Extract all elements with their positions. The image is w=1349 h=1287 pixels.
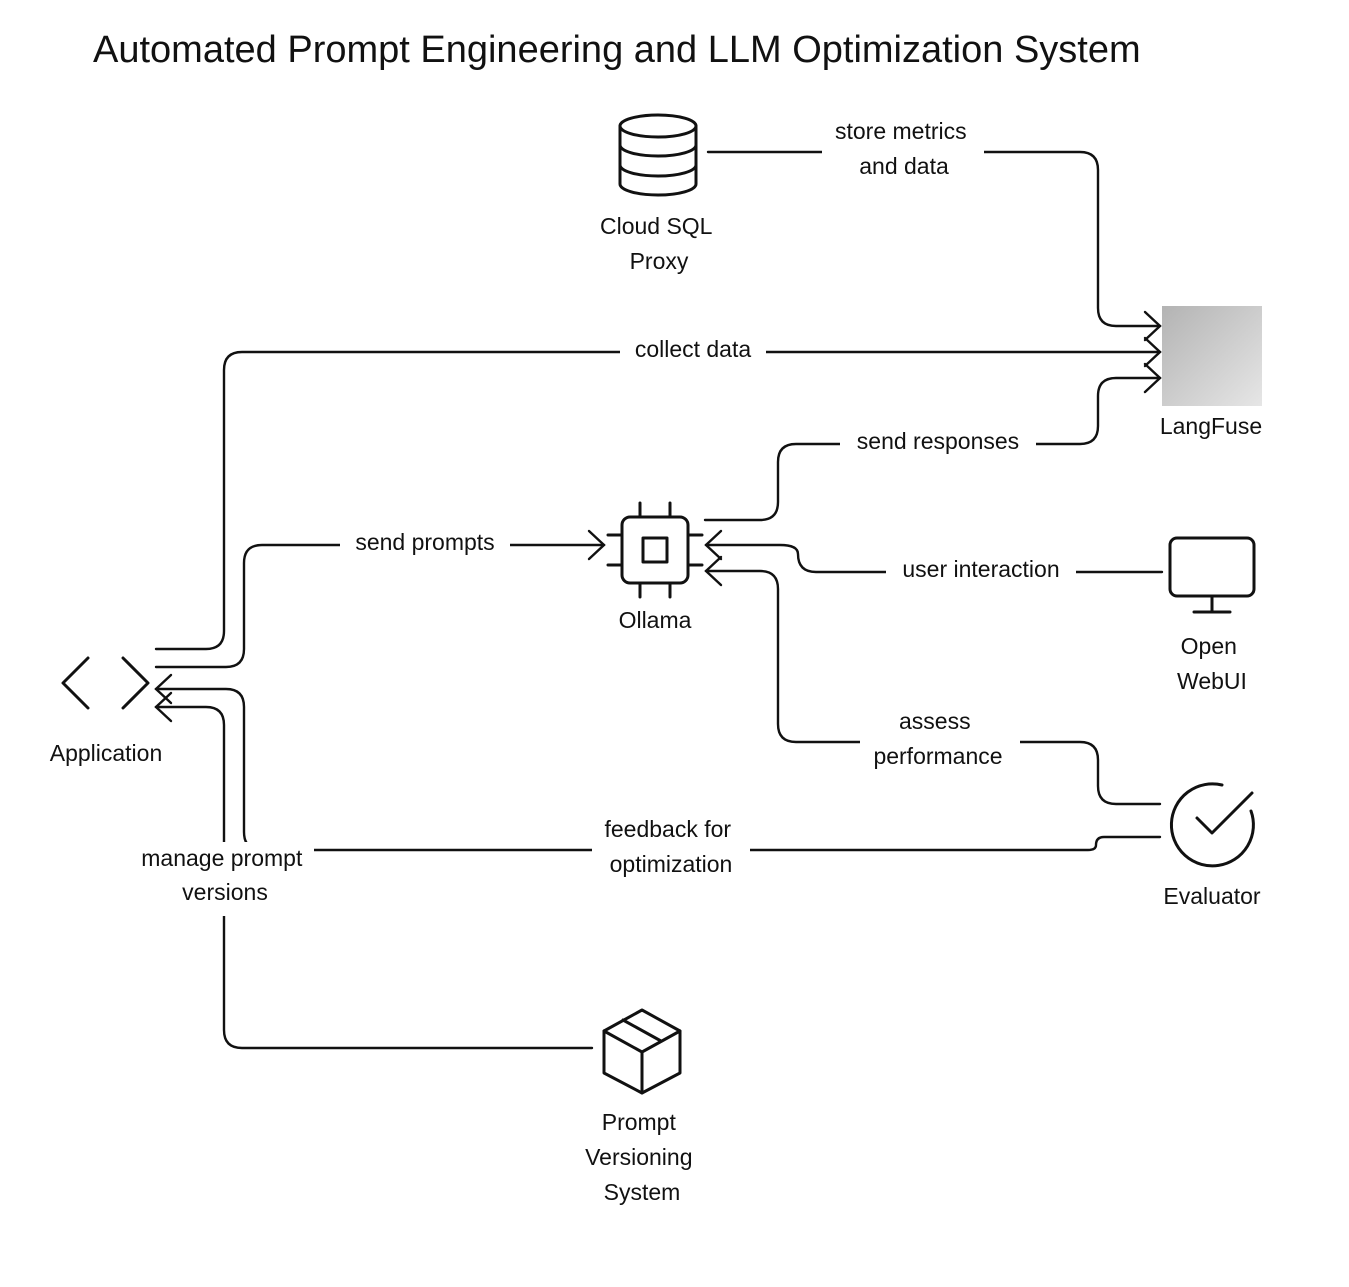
node-open-webui[interactable]: Open WebUI bbox=[1168, 536, 1256, 694]
diagram-title: Automated Prompt Engineering and LLM Opt… bbox=[93, 29, 1141, 71]
node-label: Prompt Versioning System bbox=[585, 1109, 699, 1205]
node-label: LangFuse bbox=[1160, 413, 1262, 439]
edge-label: user interaction bbox=[902, 556, 1059, 582]
langfuse-logo bbox=[1162, 306, 1262, 406]
package-box-icon bbox=[602, 1008, 682, 1095]
monitor-icon bbox=[1168, 536, 1256, 614]
edge-label: feedback for optimization bbox=[605, 816, 738, 877]
edge-ollama-to-langfuse: send responses bbox=[703, 362, 1162, 522]
node-prompt-versioning[interactable]: Prompt Versioning System bbox=[585, 1008, 699, 1205]
check-circle-icon bbox=[1169, 782, 1255, 868]
edge-label: assess performance bbox=[873, 708, 1002, 769]
node-label: Evaluator bbox=[1163, 883, 1261, 909]
edge-label: send responses bbox=[857, 428, 1019, 454]
edge-application-to-langfuse: collect data bbox=[154, 334, 1162, 651]
edge-label: send prompts bbox=[355, 529, 494, 555]
edge-openwebui-to-ollama: user interaction bbox=[704, 529, 1164, 589]
edge-versioning-to-application: manage prompt versions bbox=[136, 691, 594, 1050]
edge-cloud-sql-to-langfuse: store metrics and data bbox=[706, 118, 1162, 342]
node-label: Cloud SQL Proxy bbox=[600, 213, 718, 274]
cpu-chip-icon bbox=[606, 501, 704, 599]
edge-label: manage prompt versions bbox=[141, 845, 308, 905]
node-evaluator[interactable]: Evaluator bbox=[1163, 782, 1261, 909]
node-label: Ollama bbox=[619, 607, 692, 633]
node-label: Open WebUI bbox=[1177, 633, 1247, 694]
node-label: Application bbox=[50, 740, 163, 766]
code-brackets-icon bbox=[61, 656, 150, 710]
edge-evaluator-to-ollama: assess performance bbox=[704, 555, 1162, 806]
edge-label: collect data bbox=[635, 336, 752, 362]
edge-label: store metrics and data bbox=[835, 118, 973, 179]
node-cloud-sql-proxy[interactable]: Cloud SQL Proxy bbox=[600, 113, 718, 274]
edge-evaluator-to-application: feedback for optimization bbox=[154, 673, 1162, 882]
node-langfuse[interactable]: LangFuse bbox=[1160, 306, 1262, 439]
node-application[interactable]: Application bbox=[50, 656, 163, 766]
edge-application-to-ollama: send prompts bbox=[154, 528, 606, 669]
database-icon bbox=[618, 113, 698, 197]
node-ollama[interactable]: Ollama bbox=[606, 501, 704, 633]
